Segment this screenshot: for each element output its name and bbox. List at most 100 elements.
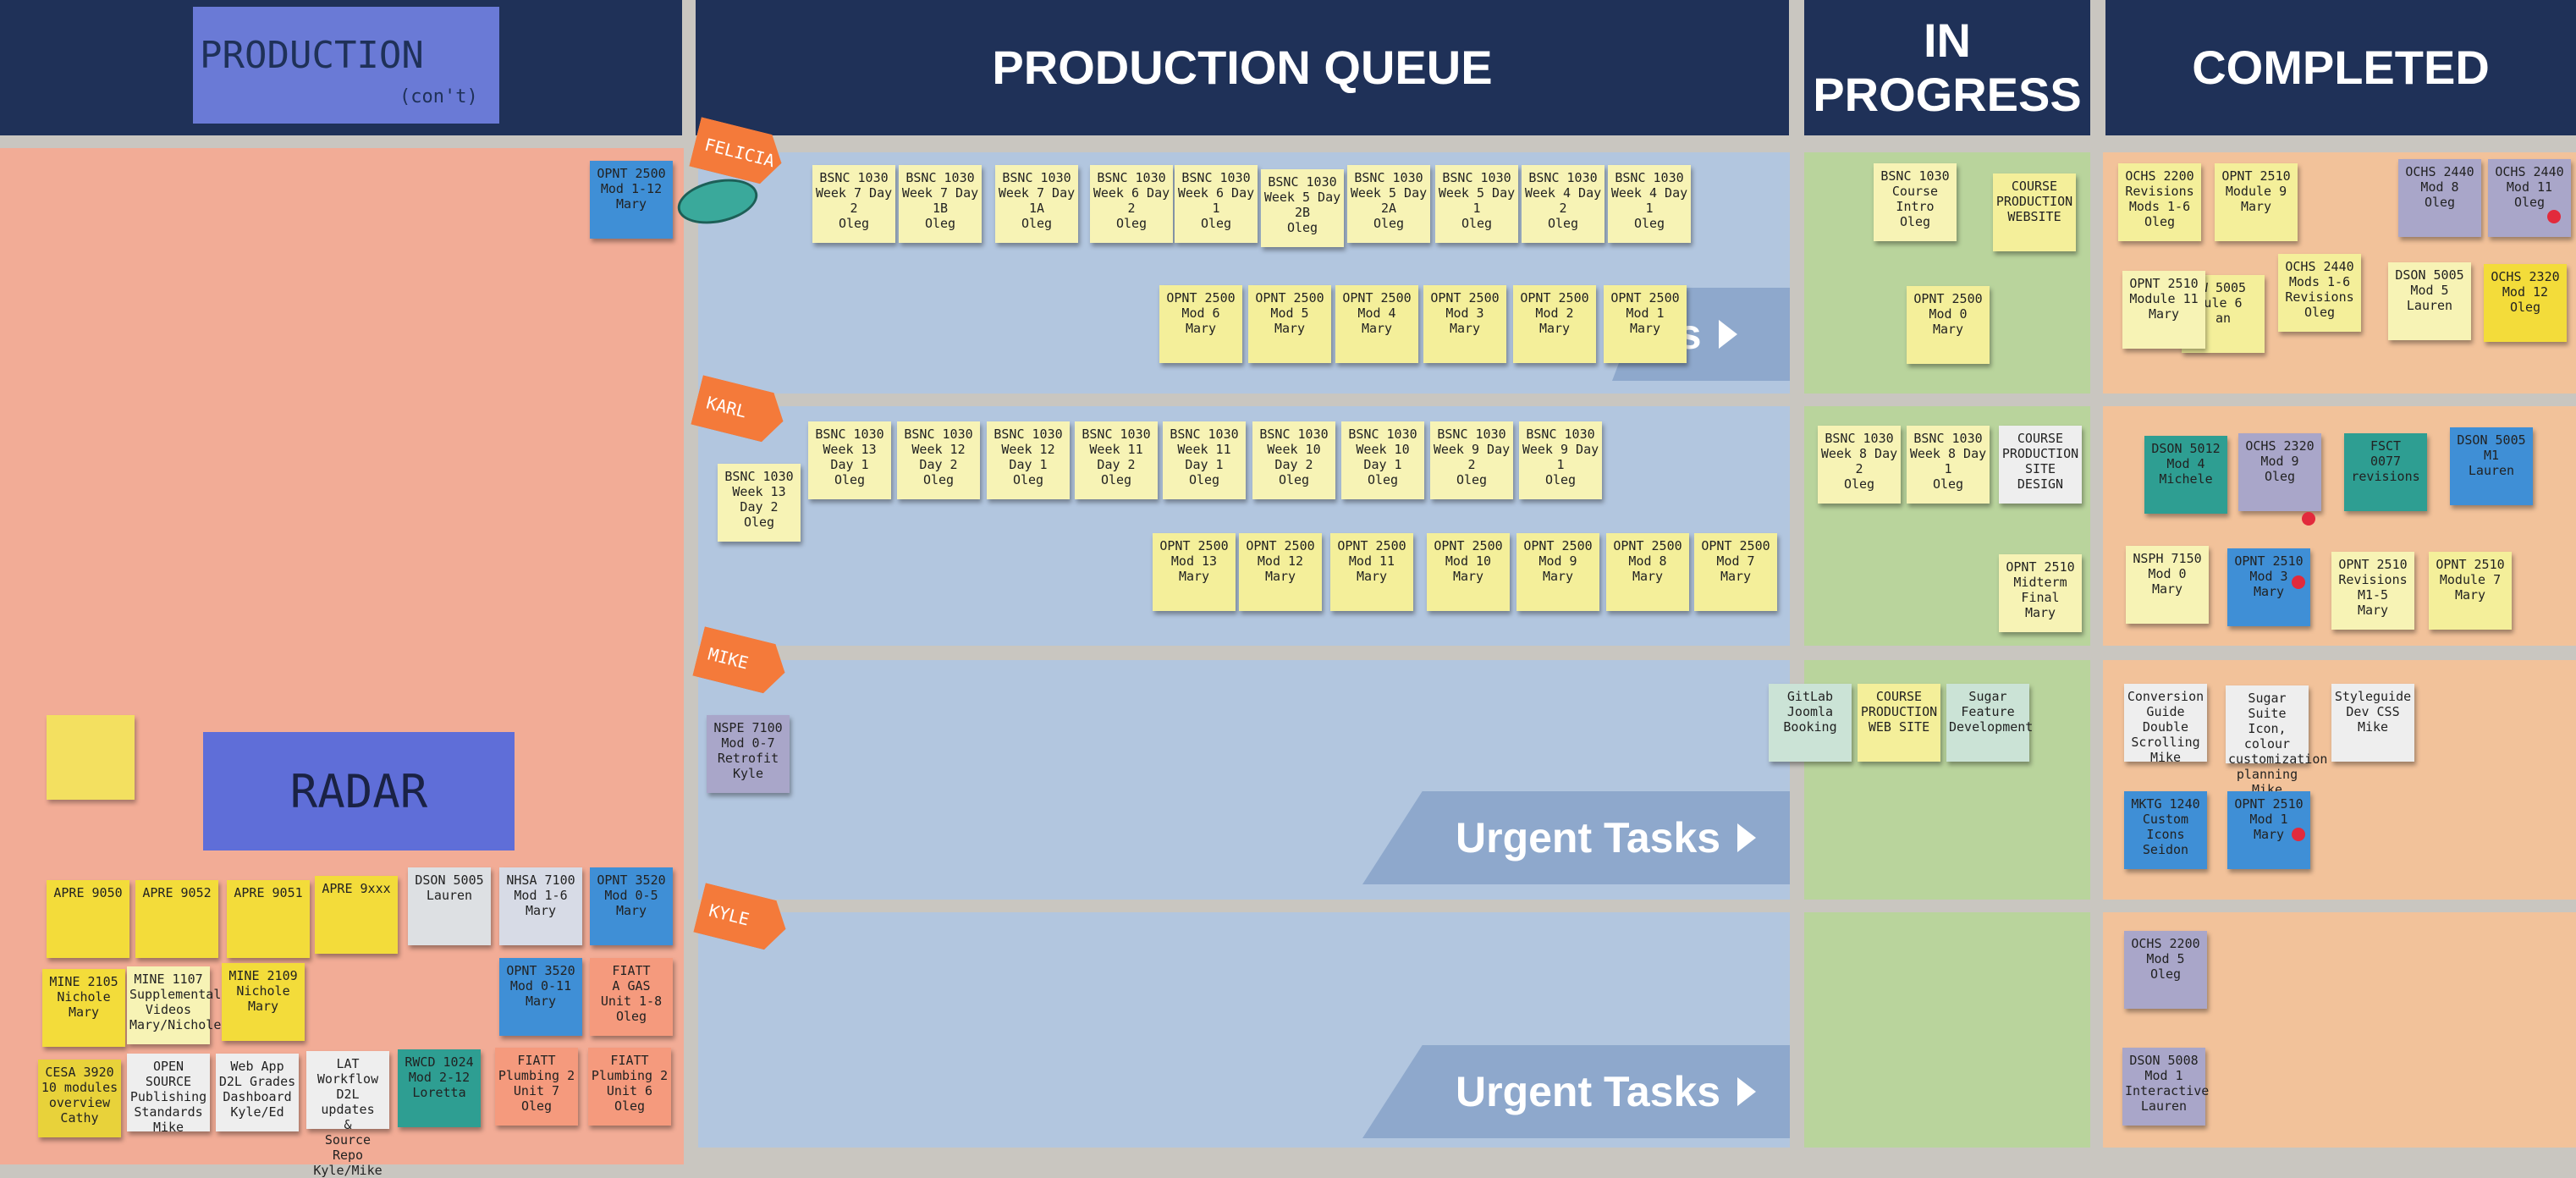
done-note-c7[interactable]: OCHS 2440 Mods 1-6 Revisions Oleg (2278, 254, 2361, 332)
queue-note-g3[interactable]: OPNT 2500 Mod 4 Mary (1335, 285, 1418, 363)
done-note-c24[interactable]: DSON 5008 Mod 1 Interactive Lauren (2122, 1048, 2209, 1126)
queue-note-f7[interactable]: BSNC 1030 Week 5 Day 2A Oleg (1347, 165, 1430, 243)
queue-note-h4[interactable]: OPNT 2500 Mod 10 Mary (1427, 533, 1510, 611)
queue-note-k5[interactable]: BSNC 1030 Week 11 Day 1 Oleg (1163, 421, 1246, 499)
queue-note-f4[interactable]: BSNC 1030 Week 6 Day 2 Oleg (1090, 165, 1173, 243)
queue-note-f9[interactable]: BSNC 1030 Week 4 Day 2 Oleg (1522, 165, 1604, 243)
radar-note-mine-2109[interactable]: MINE 2109 Nichole Mary (222, 963, 305, 1041)
done-note-c23[interactable]: OCHS 2200 Mod 5 Oleg (2124, 931, 2207, 1009)
queue-note-h1[interactable]: OPNT 2500 Mod 13 Mary (1153, 533, 1236, 611)
done-note-c5[interactable]: OPNT 2510 Module 11 Mary (2122, 271, 2205, 349)
done-note-c4[interactable]: OCHS 2440 Mod 11 Oleg (2488, 159, 2571, 237)
radar-note-mine-1107[interactable]: MINE 1107 Supplemental Videos Mary/Nicho… (127, 966, 221, 1044)
radar-note-fiatt-a-gas[interactable]: FIATT A GAS Unit 1-8 Oleg (590, 958, 673, 1036)
queue-note-f8[interactable]: BSNC 1030 Week 5 Day 1 Oleg (1435, 165, 1518, 243)
queue-note-f10[interactable]: BSNC 1030 Week 4 Day 1 Oleg (1608, 165, 1691, 243)
radar-note-mine-2105[interactable]: MINE 2105 Nichole Mary (42, 969, 125, 1047)
queue-note-k0[interactable]: BSNC 1030 Week 13 Day 2 Oleg (718, 464, 801, 542)
queue-note-h2[interactable]: OPNT 2500 Mod 12 Mary (1239, 533, 1322, 611)
radar-note-apre-9052[interactable]: APRE 9052 (135, 880, 218, 958)
done-note-c16[interactable]: OPNT 2510 Revisions M1-5 Mary (2331, 552, 2414, 630)
radar-note-opnt-3520-mod-0-5[interactable]: OPNT 3520 Mod 0-5 Mary (590, 867, 673, 945)
radar-note-apre-9050[interactable]: APRE 9050 (47, 880, 129, 958)
radar-note-open-source[interactable]: OPEN SOURCE Publishing Standards Mike (127, 1054, 210, 1135)
radar-note-apre-9xxx[interactable]: APRE 9xxx (315, 876, 398, 954)
radar-note-dson-5005[interactable]: DSON 5005 Lauren (408, 867, 491, 945)
queue-note-g6[interactable]: OPNT 2500 Mod 1 Mary (1604, 285, 1687, 363)
queue-note-k4[interactable]: BSNC 1030 Week 11 Day 2 Oleg (1075, 421, 1158, 499)
queue-note-k6[interactable]: BSNC 1030 Week 10 Day 2 Oleg (1252, 421, 1335, 499)
radar-note-opnt-3520-mod-0-11[interactable]: OPNT 3520 Mod 0-11 Mary (499, 958, 582, 1036)
done-note-c3[interactable]: OCHS 2440 Mod 8 Oleg (2398, 159, 2481, 237)
note-opnt-2500-mod-1-12[interactable]: OPNT 2500 Mod 1-12 Mary (590, 161, 673, 239)
production-header-label: PRODUCTION (200, 34, 424, 77)
queue-note-g5[interactable]: OPNT 2500 Mod 2 Mary (1513, 285, 1596, 363)
radar-note-lat-workflow[interactable]: LAT Workflow D2L updates & Source Repo K… (306, 1051, 389, 1178)
queue-note-f1[interactable]: BSNC 1030 Week 7 Day 2 Oleg (812, 165, 895, 243)
queue-note-k9[interactable]: BSNC 1030 Week 9 Day 1 Oleg (1519, 421, 1602, 499)
queue-note-f3[interactable]: BSNC 1030 Week 7 Day 1A Oleg (995, 165, 1078, 243)
done-note-c22[interactable]: OPNT 2510 Mod 1 Mary (2227, 791, 2310, 869)
done-note-c12[interactable]: FSCT 0077 revisions (2344, 433, 2427, 511)
production-queue-header: PRODUCTION QUEUE (696, 0, 1789, 135)
urgent-banner-3: Urgent Tasks (1362, 1045, 1790, 1138)
urgent-banner-2: Urgent Tasks (1362, 791, 1790, 884)
progress-note-p2[interactable]: COURSE PRODUCTION WEBSITE (1993, 173, 2076, 251)
queue-note-k3[interactable]: BSNC 1030 Week 12 Day 1 Oleg (987, 421, 1070, 499)
completed-header: COMPLETED (2105, 0, 2576, 135)
done-note-c14[interactable]: NSPH 7150 Mod 0 Mary (2126, 546, 2209, 624)
radar-blank-note[interactable] (47, 715, 135, 800)
progress-note-p1[interactable]: BSNC 1030 Course Intro Oleg (1874, 163, 1957, 241)
progress-note-p8[interactable]: GitLab Joomla Booking (1769, 684, 1852, 762)
radar-note-web-app[interactable]: Web App D2L Grades Dashboard Kyle/Ed (216, 1054, 299, 1131)
progress-note-p6[interactable]: COURSE PRODUCTION SITE DESIGN (1999, 426, 2082, 504)
in-progress-lane-4 (1804, 912, 2090, 1148)
done-note-c17[interactable]: OPNT 2510 Module 7 Mary (2429, 552, 2512, 630)
done-note-c1[interactable]: OCHS 2200 Revisions Mods 1-6 Oleg (2118, 163, 2201, 241)
queue-note-k8[interactable]: BSNC 1030 Week 9 Day 2 Oleg (1430, 421, 1513, 499)
queue-note-f6[interactable]: BSNC 1030 Week 5 Day 2B Oleg (1261, 169, 1344, 247)
queue-note-k7[interactable]: BSNC 1030 Week 10 Day 1 Oleg (1341, 421, 1424, 499)
red-dot-icon (2547, 210, 2561, 223)
queue-note-k1[interactable]: BSNC 1030 Week 13 Day 1 Oleg (808, 421, 891, 499)
production-header-sub: (con't) (399, 86, 478, 107)
queue-note-h7[interactable]: OPNT 2500 Mod 7 Mary (1694, 533, 1777, 611)
radar-label: RADAR (289, 764, 428, 818)
radar-card: RADAR (203, 732, 515, 850)
queue-note-h3[interactable]: OPNT 2500 Mod 11 Mary (1330, 533, 1413, 611)
queue-note-nspe-7100[interactable]: NSPE 7100 Mod 0-7 Retrofit Kyle (707, 715, 790, 793)
queue-note-h5[interactable]: OPNT 2500 Mod 9 Mary (1516, 533, 1599, 611)
queue-note-g4[interactable]: OPNT 2500 Mod 3 Mary (1423, 285, 1506, 363)
arrow-right-icon (1737, 1077, 1757, 1106)
progress-note-p7[interactable]: OPNT 2510 Midterm Final Mary (1999, 554, 2082, 632)
done-note-c10[interactable]: DSON 5012 Mod 4 Michele (2144, 436, 2227, 514)
progress-note-p10[interactable]: Sugar Feature Development (1946, 684, 2033, 762)
done-note-c13[interactable]: DSON 5005 M1 Lauren (2450, 427, 2533, 505)
radar-note-cesa-3920[interactable]: CESA 3920 10 modules overview Cathy (38, 1060, 121, 1137)
progress-note-p9[interactable]: COURSE PRODUCTION WEB SITE (1858, 684, 1940, 762)
done-note-c19[interactable]: Sugar Suite Icon, colour customization p… (2226, 685, 2327, 797)
queue-note-f5[interactable]: BSNC 1030 Week 6 Day 1 Oleg (1175, 165, 1258, 243)
done-note-c9[interactable]: OCHS 2320 Mod 12 Oleg (2484, 264, 2567, 342)
queue-note-h6[interactable]: OPNT 2500 Mod 8 Mary (1606, 533, 1689, 611)
done-note-c2[interactable]: OPNT 2510 Module 9 Mary (2215, 163, 2298, 241)
progress-note-p3[interactable]: OPNT 2500 Mod 0 Mary (1907, 286, 1990, 364)
progress-note-p5[interactable]: BSNC 1030 Week 8 Day 1 Oleg (1907, 426, 1990, 504)
done-note-c8[interactable]: DSON 5005 Mod 5 Lauren (2388, 262, 2471, 340)
done-note-c18[interactable]: Conversion Guide Double Scrolling Mike (2124, 684, 2207, 765)
done-note-c11[interactable]: OCHS 2320 Mod 9 Oleg (2238, 433, 2321, 511)
radar-note-rwcd-1024[interactable]: RWCD 1024 Mod 2-12 Loretta (398, 1049, 481, 1127)
done-note-c21[interactable]: MKTG 1240 Custom Icons Seidon (2124, 791, 2207, 869)
progress-note-p4[interactable]: BSNC 1030 Week 8 Day 2 Oleg (1818, 426, 1901, 504)
radar-note-apre-9051[interactable]: APRE 9051 (227, 880, 310, 958)
done-note-c15[interactable]: OPNT 2510 Mod 3 Mary (2227, 548, 2310, 626)
done-note-c20[interactable]: Styleguide Dev CSS Mike (2331, 684, 2414, 762)
queue-note-g2[interactable]: OPNT 2500 Mod 5 Mary (1248, 285, 1331, 363)
radar-note-nhsa-7100[interactable]: NHSA 7100 Mod 1-6 Mary (499, 867, 582, 945)
queue-note-k2[interactable]: BSNC 1030 Week 12 Day 2 Oleg (897, 421, 980, 499)
queue-note-f2[interactable]: BSNC 1030 Week 7 Day 1B Oleg (899, 165, 982, 243)
queue-note-g1[interactable]: OPNT 2500 Mod 6 Mary (1159, 285, 1242, 363)
radar-note-fiatt-unit-6[interactable]: FIATT Plumbing 2 Unit 6 Oleg (588, 1048, 671, 1126)
radar-note-fiatt-unit-7[interactable]: FIATT Plumbing 2 Unit 7 Oleg (495, 1048, 578, 1126)
urgent-label-2: Urgent Tasks (1456, 814, 1721, 861)
